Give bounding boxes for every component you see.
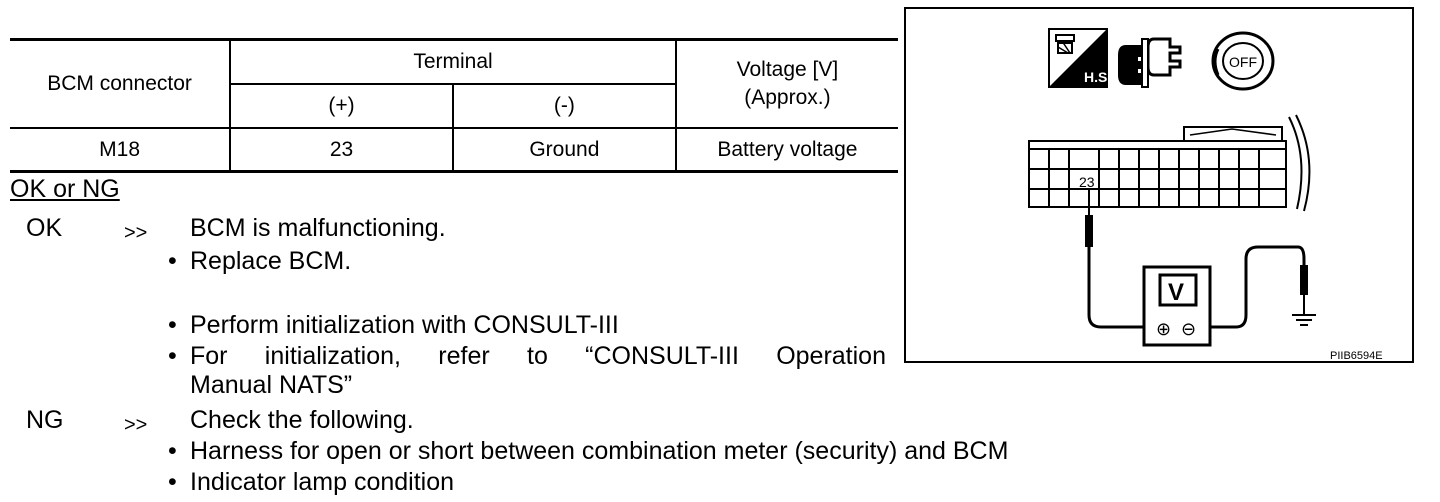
ok-title: BCM is malfunctioning.	[190, 214, 446, 242]
ng-bullet-1: Harness for open or short between combin…	[190, 437, 1009, 465]
ok-bullet-dot: •	[168, 247, 177, 275]
ng-title: Check the following.	[190, 406, 414, 434]
ground-icon	[1292, 314, 1316, 326]
figure-id: PIIB6594E	[1330, 350, 1383, 362]
cell-minus: Ground	[451, 127, 676, 173]
terminal-23-label: 23	[1079, 174, 1095, 190]
probe-wiring	[1085, 189, 1308, 329]
ng-bullet-dot: •	[168, 468, 177, 496]
ng-label: NG	[26, 406, 64, 434]
table-subheader-row: (+) (-)	[10, 84, 898, 128]
table-header-row: BCM connector Terminal Voltage [V] (Appr…	[10, 38, 898, 128]
header-voltage-line1: Voltage [V]	[736, 58, 839, 81]
cell-connector: M18	[10, 127, 231, 173]
ok-bullet-1: Replace BCM.	[190, 247, 352, 275]
meter-label: V	[1168, 279, 1184, 306]
ng-arrow: >>	[124, 414, 148, 436]
ok-bullet-3: For initialization, refer to “CONSULT-II…	[190, 342, 886, 370]
header-minus: (-)	[451, 84, 676, 128]
ng-bullet-2: Indicator lamp condition	[190, 468, 455, 496]
connector-disconnected-icon	[1118, 37, 1182, 88]
meter-minus-terminal: ⊖	[1181, 319, 1196, 340]
cell-voltage: Battery voltage	[674, 127, 898, 173]
ok-label: OK	[26, 214, 63, 242]
header-voltage: Voltage [V] (Approx.)	[674, 38, 898, 128]
voltage-spec-table: BCM connector Terminal Voltage [V] (Appr…	[10, 38, 898, 173]
ok-bullet-2: Perform initialization with CONSULT-III	[190, 311, 619, 339]
ok-bullet-dot: •	[168, 311, 177, 339]
connector-check-figure: H.S. OFF	[904, 7, 1414, 363]
ok-bullet-dot: •	[168, 342, 177, 370]
off-label: OFF	[1229, 54, 1257, 70]
header-voltage-line2: (Approx.)	[744, 86, 831, 109]
ok-arrow: >>	[124, 222, 148, 244]
figure-drawing: H.S. OFF	[1028, 28, 1383, 362]
ok-bullet-3-cont: Manual NATS”	[190, 371, 353, 399]
connector-body: 23	[1028, 114, 1311, 212]
header-terminal: Terminal	[229, 38, 676, 85]
header-plus: (+)	[229, 84, 453, 128]
harness-side-icon: H.S.	[1048, 28, 1111, 88]
cell-plus: 23	[229, 127, 453, 173]
voltmeter-icon: V ⊕ ⊖	[1142, 265, 1212, 347]
table-row: M18 23 Ground Battery voltage	[10, 127, 898, 173]
ignition-off-icon: OFF	[1211, 31, 1275, 91]
header-bcm-connector: BCM connector	[10, 38, 231, 128]
meter-plus-terminal: ⊕	[1156, 319, 1171, 340]
ng-bullet-dot: •	[168, 437, 177, 465]
hs-label: H.S.	[1084, 69, 1111, 85]
ok-ng-heading: OK or NG	[10, 175, 120, 203]
